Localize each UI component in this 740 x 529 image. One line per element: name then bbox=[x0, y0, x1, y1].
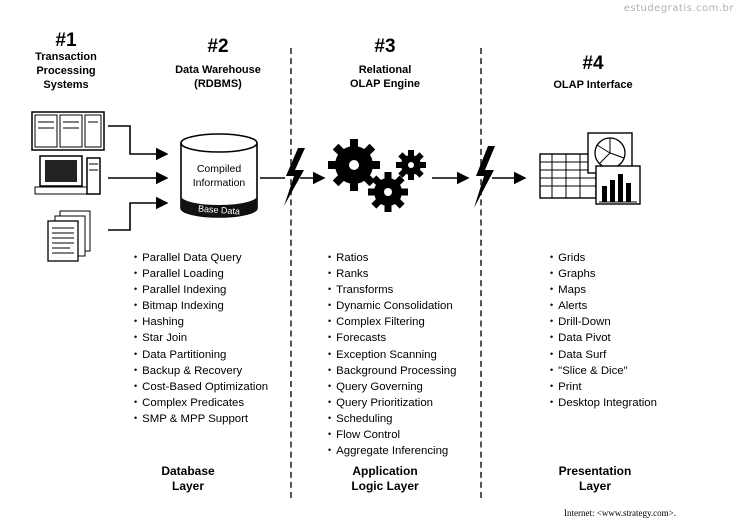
spreadsheet-chart-icon bbox=[539, 132, 641, 205]
list-item: Parallel Indexing bbox=[134, 282, 268, 298]
column-2-title: Data Warehouse (RDBMS) bbox=[153, 63, 283, 91]
list-item: Backup & Recovery bbox=[134, 363, 268, 379]
list-item: Forecasts bbox=[328, 330, 456, 346]
title-line: Systems bbox=[43, 79, 89, 91]
list-item: Cost-Based Optimization bbox=[134, 379, 268, 395]
list-item: Desktop Integration bbox=[550, 395, 657, 411]
list-item: Flow Control bbox=[328, 427, 456, 443]
layer-line: Presentation bbox=[558, 464, 632, 478]
column-3-title: Relational OLAP Engine bbox=[320, 63, 450, 91]
list-item: Data Pivot bbox=[550, 330, 657, 346]
column-4-title: OLAP Interface bbox=[528, 78, 658, 92]
database-features-list: Parallel Data Query Parallel Loading Par… bbox=[134, 250, 268, 427]
list-item: Data Surf bbox=[550, 347, 657, 363]
application-layer-label: Application Logic Layer bbox=[320, 464, 450, 494]
list-item: Maps bbox=[550, 282, 657, 298]
engine-features-list: Ratios Ranks Transforms Dynamic Consolid… bbox=[328, 250, 456, 459]
title-line: Processing bbox=[36, 65, 96, 77]
list-item: Background Processing bbox=[328, 363, 456, 379]
list-item: Aggregate Inferencing bbox=[328, 443, 456, 459]
list-item: "Slice & Dice" bbox=[550, 363, 657, 379]
title-line: Data Warehouse bbox=[175, 64, 261, 76]
list-item: Hashing bbox=[134, 314, 268, 330]
cylinder-label: Information bbox=[193, 177, 246, 189]
list-item: Print bbox=[550, 379, 657, 395]
column-divider bbox=[290, 48, 292, 498]
column-divider bbox=[480, 48, 482, 498]
list-item: Dynamic Consolidation bbox=[328, 298, 456, 314]
list-item: Data Partitioning bbox=[134, 347, 268, 363]
list-item: Graphs bbox=[550, 266, 657, 282]
title-line: (RDBMS) bbox=[194, 78, 242, 90]
layer-line: Logic Layer bbox=[351, 479, 419, 493]
list-item: Complex Filtering bbox=[328, 314, 456, 330]
list-item: Ratios bbox=[328, 250, 456, 266]
layer-line: Database bbox=[161, 464, 215, 478]
title-line: Relational bbox=[358, 64, 412, 76]
list-item: Parallel Loading bbox=[134, 266, 268, 282]
column-2-number: #2 bbox=[207, 36, 229, 57]
gears-icon bbox=[328, 139, 426, 212]
list-item: Parallel Data Query bbox=[134, 250, 268, 266]
documents-icon bbox=[47, 210, 91, 262]
column-1-title: Transaction Processing Systems bbox=[16, 50, 116, 92]
desktop-computer-icon bbox=[34, 155, 101, 195]
interface-features-list: Grids Graphs Maps Alerts Drill-Down Data… bbox=[550, 250, 657, 411]
database-cylinder-icon: Compiled Information Base Data bbox=[180, 133, 258, 218]
list-item: Bitmap Indexing bbox=[134, 298, 268, 314]
list-item: Scheduling bbox=[328, 411, 456, 427]
list-item: Query Prioritization bbox=[328, 395, 456, 411]
source-citation: Internet: <www.strategy.com>. bbox=[564, 508, 676, 518]
list-item: Alerts bbox=[550, 298, 657, 314]
list-item: Complex Predicates bbox=[134, 395, 268, 411]
list-item: SMP & MPP Support bbox=[134, 411, 268, 427]
database-layer-label: Database Layer bbox=[133, 464, 243, 494]
list-item: Grids bbox=[550, 250, 657, 266]
list-item: Transforms bbox=[328, 282, 456, 298]
server-rack-icon bbox=[31, 111, 105, 151]
list-item: Drill-Down bbox=[550, 314, 657, 330]
title-line: OLAP Interface bbox=[553, 79, 633, 91]
column-1-number: #1 bbox=[55, 30, 77, 51]
cylinder-base-label: Base Data bbox=[198, 204, 241, 217]
lightning-bolt-icon bbox=[474, 146, 495, 208]
column-3-number: #3 bbox=[374, 36, 396, 57]
column-4-number: #4 bbox=[582, 53, 604, 74]
list-item: Query Governing bbox=[328, 379, 456, 395]
list-item: Star Join bbox=[134, 330, 268, 346]
cylinder-label: Compiled bbox=[197, 163, 242, 175]
layer-line: Layer bbox=[578, 479, 612, 493]
title-line: Transaction bbox=[35, 51, 97, 63]
lightning-bolt-icon bbox=[284, 148, 305, 206]
list-item: Exception Scanning bbox=[328, 347, 456, 363]
presentation-layer-label: Presentation Layer bbox=[530, 464, 660, 494]
input-arrows bbox=[108, 125, 169, 231]
watermark: estudegratis.com.br bbox=[623, 3, 734, 14]
list-item: Ranks bbox=[328, 266, 456, 282]
layer-line: Application bbox=[352, 464, 418, 478]
title-line: OLAP Engine bbox=[349, 78, 421, 90]
layer-line: Layer bbox=[171, 479, 205, 493]
